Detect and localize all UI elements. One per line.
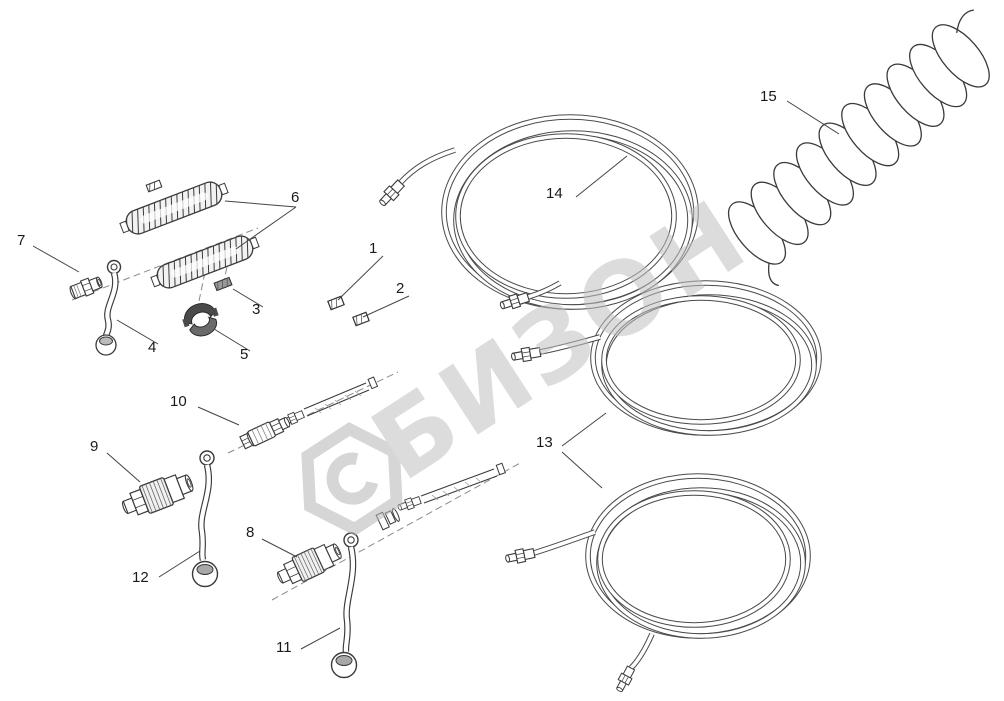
part-6-grip-upper xyxy=(119,178,229,238)
part-3-clip xyxy=(213,276,233,292)
part-5-clamp xyxy=(182,303,219,337)
part-label-11: 11 xyxy=(276,639,292,656)
part-2-clip xyxy=(352,311,370,327)
hose-stub-upper xyxy=(279,376,379,429)
part-label-4: 4 xyxy=(148,339,157,356)
part-4-plug-strap xyxy=(95,259,122,356)
part-13-hose-coil-upper xyxy=(509,280,822,436)
part-label-14: 14 xyxy=(546,185,563,202)
part-11-plug-lanyard xyxy=(330,532,359,679)
part-10-coupling xyxy=(239,416,291,450)
part-label-6: 6 xyxy=(291,189,300,206)
part-label-8: 8 xyxy=(246,524,255,541)
grip-retainer-clip xyxy=(145,179,163,193)
part-8-quick-coupler xyxy=(277,543,342,585)
part-label-15: 15 xyxy=(760,88,777,105)
part-label-3: 3 xyxy=(252,301,261,318)
part-label-9: 9 xyxy=(90,438,99,455)
part-1-clip xyxy=(327,295,345,311)
part-label-10: 10 xyxy=(170,393,187,410)
part-label-2: 2 xyxy=(396,280,405,297)
part-9-quick-coupler xyxy=(122,474,194,516)
leader-lines xyxy=(32,100,840,650)
part-6-grip-lower xyxy=(150,232,260,292)
part-15-spiral-wrap xyxy=(727,9,990,287)
part-label-1: 1 xyxy=(369,240,378,257)
watermark-text: БИЗОН xyxy=(352,177,768,504)
part-14-hose-coil xyxy=(376,114,699,313)
part-13-hose-coil-lower xyxy=(503,473,811,695)
part-label-5: 5 xyxy=(240,346,249,363)
part-label-13: 13 xyxy=(536,434,553,451)
part-12-plug-lanyard xyxy=(191,450,219,588)
part-label-12: 12 xyxy=(132,569,149,586)
part-label-7: 7 xyxy=(17,232,26,249)
part-7-coupling xyxy=(69,276,103,300)
